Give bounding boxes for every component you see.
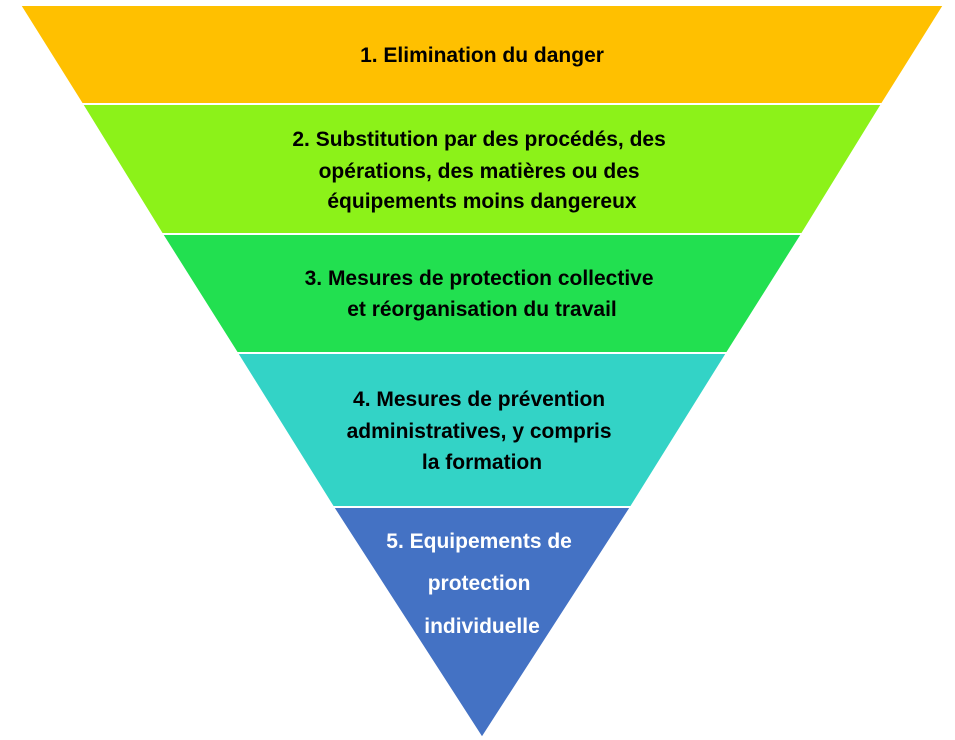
level-4-line-1: 4. Mesures de prévention — [353, 388, 605, 411]
level-1-line-1: 1. Elimination du danger — [360, 44, 604, 67]
level-2: 2. Substitution par des procédés, des op… — [80, 103, 884, 235]
level-3-line-2: et réorganisation du travail — [347, 298, 617, 321]
level-1-text: 1. Elimination du danger — [360, 44, 604, 67]
level-2-text: 2. Substitution par des procédés, des op… — [292, 128, 671, 213]
level-4-line-3: la formation — [422, 451, 542, 474]
level-2-line-1: 2. Substitution par des procédés, des — [292, 128, 665, 151]
level-4: 4. Mesures de prévention administratives… — [235, 352, 729, 508]
level-5-line-2: protection — [428, 572, 531, 595]
level-5-text: 5. Equipements de protection individuell… — [386, 530, 577, 638]
level-5-line-1: 5. Equipements de — [386, 530, 572, 553]
level-5-band — [331, 506, 633, 740]
level-3: 3. Mesures de protection collective et r… — [160, 233, 804, 354]
level-5: 5. Equipements de protection individuell… — [331, 506, 633, 740]
level-4-text: 4. Mesures de prévention administratives… — [347, 388, 618, 474]
level-5-line-3: individuelle — [424, 615, 540, 638]
level-4-line-2: administratives, y compris — [347, 420, 612, 443]
level-1: 1. Elimination du danger — [18, 4, 946, 105]
level-3-line-1: 3. Mesures de protection collective — [305, 267, 654, 290]
level-2-line-3: équipements moins dangereux — [327, 190, 637, 213]
level-2-line-2: opérations, des matières ou des — [319, 160, 640, 183]
level-3-text: 3. Mesures de protection collective et r… — [305, 267, 660, 321]
level-3-band — [160, 233, 804, 354]
